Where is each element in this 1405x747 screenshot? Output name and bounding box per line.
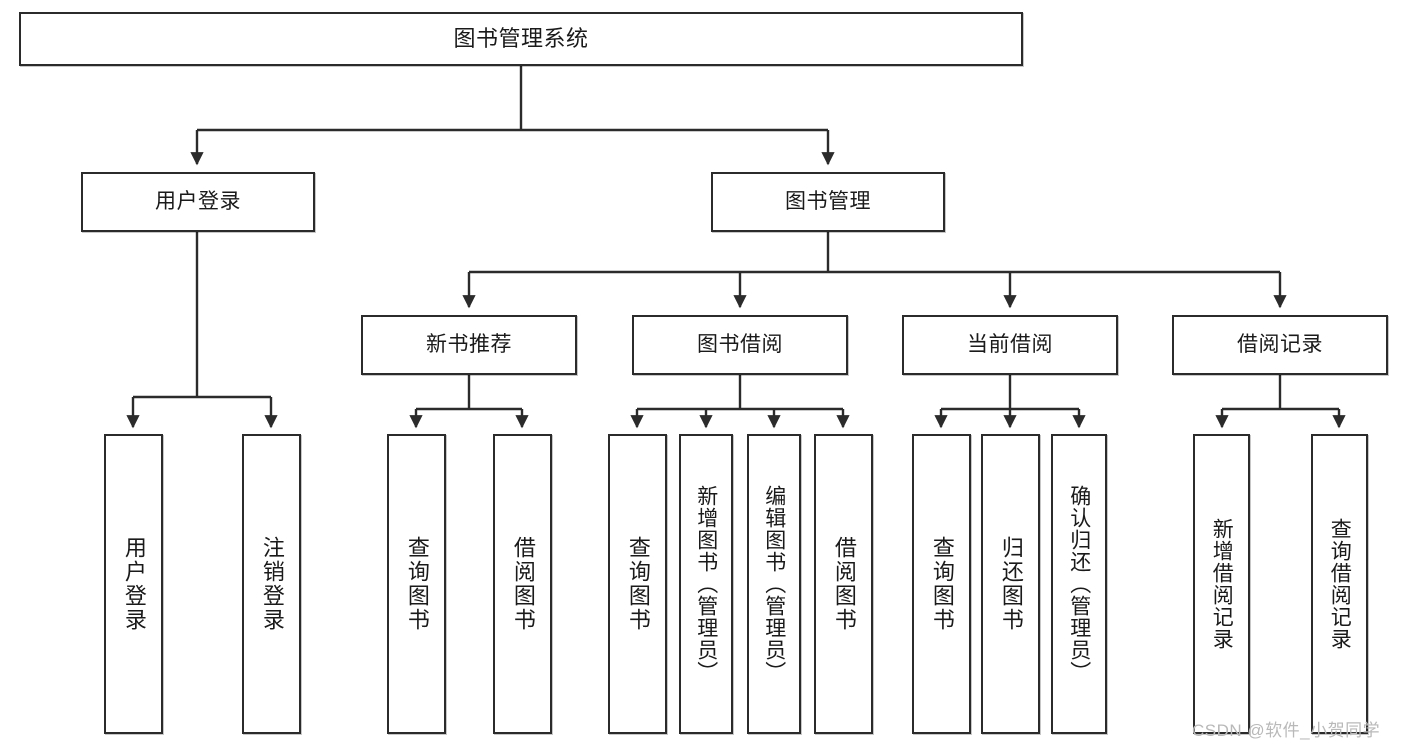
node-label: 归还图书 [998,536,1024,632]
node-label: 查询图书 [404,536,430,632]
node-label: 编辑图书（管理员） [762,485,786,683]
node-label: 新增借阅记录 [1210,518,1234,650]
node-label: 查询借阅记录 [1328,518,1352,650]
node-leaf-edit-book-admin[interactable]: 编辑图书（管理员） [747,434,801,734]
node-leaf-return-book[interactable]: 归还图书 [981,434,1040,734]
node-leaf-borrow-book[interactable]: 借阅图书 [814,434,873,734]
node-leaf-query-borrow-record[interactable]: 查询借阅记录 [1311,434,1368,734]
node-label: 用户登录 [155,189,241,213]
node-label: 查询图书 [929,536,955,632]
node-label: 用户登录 [121,536,147,632]
node-label: 注销登录 [259,536,285,632]
node-leaf-logout[interactable]: 注销登录 [242,434,301,734]
node-label: 借阅图书 [831,536,857,632]
node-label: 图书管理系统 [453,26,589,52]
node-book-management[interactable]: 图书管理 [711,172,945,232]
node-label: 新增图书（管理员） [694,485,718,683]
node-label: 借阅图书 [510,536,536,632]
node-book-borrow[interactable]: 图书借阅 [632,315,848,375]
node-current-borrow[interactable]: 当前借阅 [902,315,1118,375]
node-label: 新书推荐 [426,332,512,356]
node-label: 当前借阅 [967,332,1053,356]
node-label: 图书借阅 [697,332,783,356]
node-label: 图书管理 [785,189,871,213]
node-leaf-query-book-recommend[interactable]: 查询图书 [387,434,446,734]
node-new-book-recommend[interactable]: 新书推荐 [361,315,577,375]
node-leaf-query-book-current[interactable]: 查询图书 [912,434,971,734]
node-leaf-user-login[interactable]: 用户登录 [104,434,163,734]
node-leaf-query-book-borrow[interactable]: 查询图书 [608,434,667,734]
node-leaf-add-book-admin[interactable]: 新增图书（管理员） [679,434,733,734]
node-leaf-confirm-return-admin[interactable]: 确认归还（管理员） [1051,434,1107,734]
node-user-login[interactable]: 用户登录 [81,172,315,232]
node-leaf-borrow-book-recommend[interactable]: 借阅图书 [493,434,552,734]
node-label: 查询图书 [625,536,651,632]
node-leaf-add-borrow-record[interactable]: 新增借阅记录 [1193,434,1250,734]
node-root-book-management-system[interactable]: 图书管理系统 [19,12,1023,66]
csdn-watermark: CSDN @软件_小贺同学 [1192,721,1381,740]
node-label: 确认归还（管理员） [1067,485,1091,683]
node-label: 借阅记录 [1237,332,1323,356]
node-borrow-record[interactable]: 借阅记录 [1172,315,1388,375]
